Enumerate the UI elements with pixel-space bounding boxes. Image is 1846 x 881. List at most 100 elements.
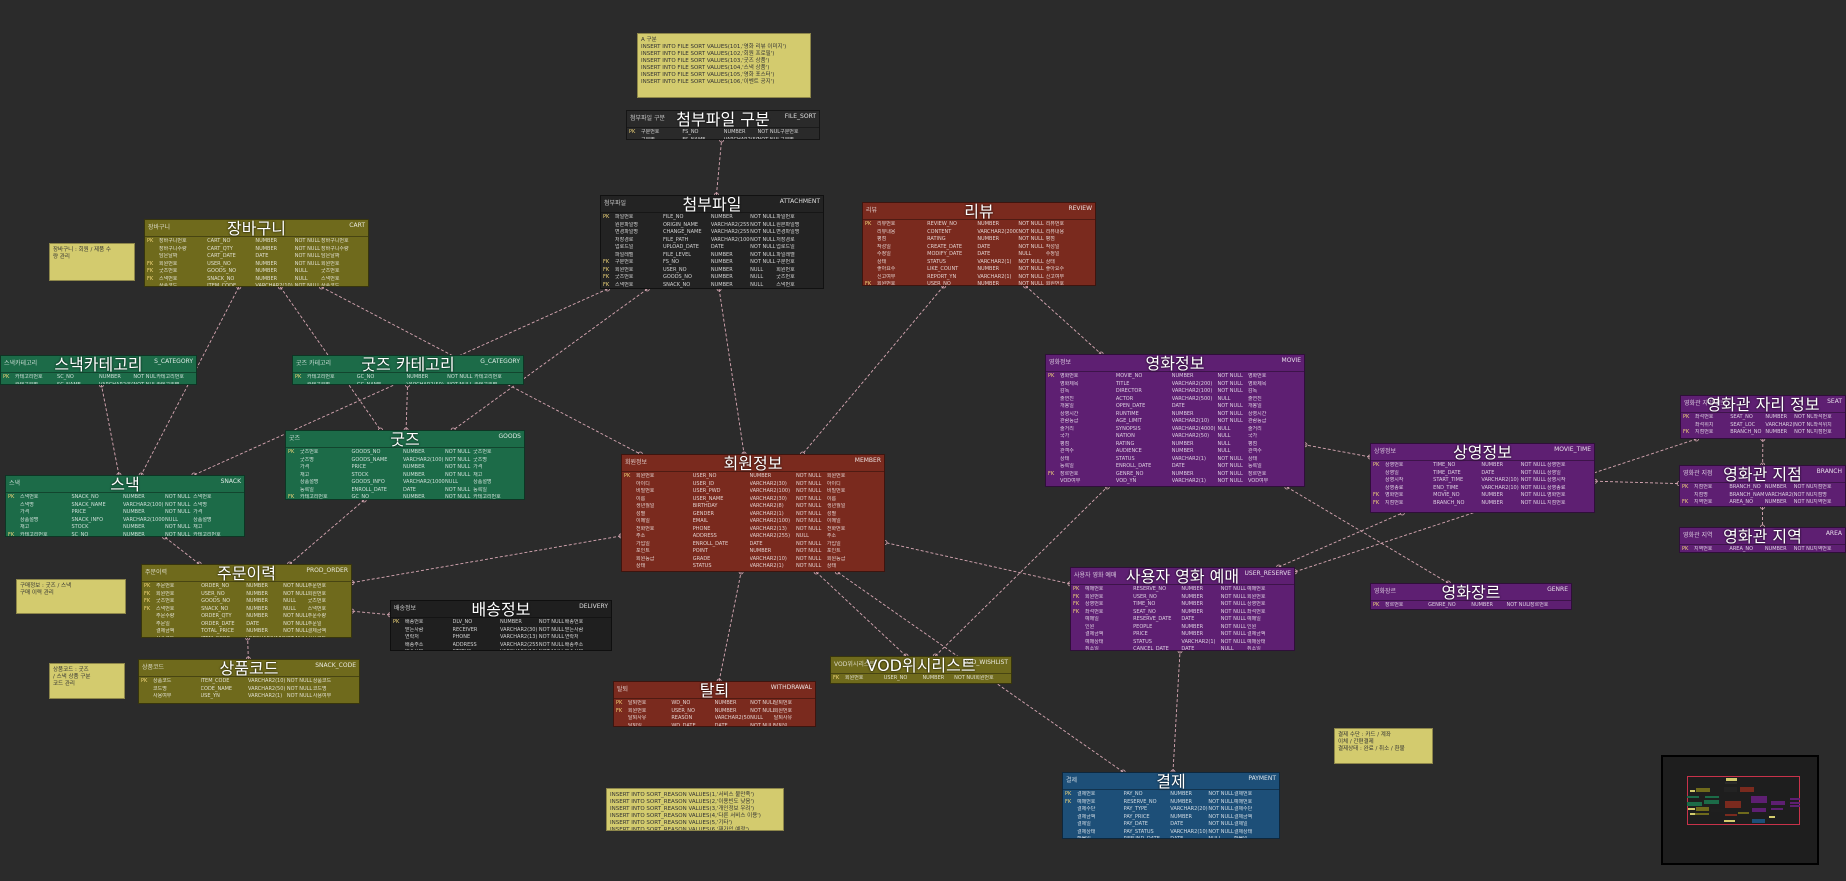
relationship-line[interactable]: [718, 288, 745, 455]
memo-note[interactable]: A 구분 INSERT INTO FILE SORT VALUES(101,'영…: [637, 33, 811, 98]
relationship-line[interactable]: [100, 384, 120, 476]
minimap-viewport[interactable]: [1687, 776, 1800, 825]
entity-column-row[interactable]: 배송상태STATUSVARCHAR2(10)NOT NULL배송상태: [391, 649, 611, 650]
relationship-line[interactable]: [715, 139, 723, 196]
relationship-line[interactable]: [289, 499, 365, 565]
memo-note[interactable]: 상품코드 : 굿즈 / 스낵 상품 구분 코드 관리: [49, 663, 125, 699]
relationship-line[interactable]: [884, 542, 1071, 585]
relationship-line[interactable]: [351, 535, 622, 584]
relationship-line[interactable]: [1594, 480, 1680, 485]
relationship-line[interactable]: [1025, 285, 1102, 355]
memo-note[interactable]: 구매정보 : 굿즈 / 스낵 구매 이력 관리: [16, 579, 126, 614]
relationship-line[interactable]: [1304, 444, 1371, 458]
